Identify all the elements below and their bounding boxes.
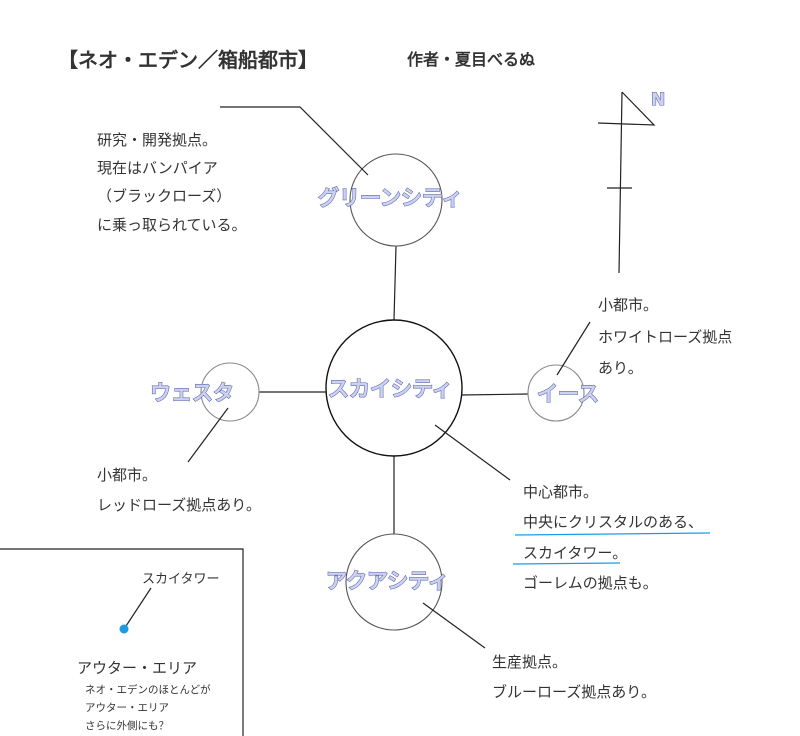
inset-note: ネオ・エデンのほとんどが	[85, 683, 211, 696]
aqua-city-label: アクアシティ	[326, 569, 449, 593]
east-city-description: 小都市。 ホワイトローズ拠点 あり。	[598, 296, 732, 377]
desc-line: 小都市。	[97, 466, 157, 484]
inset-note: さらに外側にも？	[85, 719, 169, 732]
desc-line: 小都市。	[598, 296, 658, 314]
map-title: 【ネオ・エデン／箱船都市】	[58, 48, 318, 72]
desc-line: 生産拠点。	[492, 653, 567, 671]
desc-line: ブルーローズ拠点あり。	[492, 683, 656, 701]
desc-line: （ブラックローズ）	[97, 187, 231, 205]
desc-line: レッドローズ拠点あり。	[97, 496, 261, 514]
sky-city-description: 中心都市。 中央にクリスタルのある、 スカイタワー。 ゴーレムの拠点も。	[512, 483, 711, 592]
outer-area-inset: スカイタワー アウター・エリア ネオ・エデンのほとんどが アウター・エリア さら…	[0, 548, 244, 736]
west-city-label: ウェスタ	[150, 381, 234, 405]
green-city-label: グリーンシティ	[318, 186, 463, 210]
outer-area-title: アウター・エリア	[77, 659, 197, 677]
desc-line: ゴーレムの拠点も。	[523, 574, 658, 592]
connecting-roads	[259, 245, 529, 534]
aqua-city-circle	[345, 533, 443, 631]
sky-tower-marker	[119, 624, 129, 634]
author-credit: 作者・夏目べるぬ	[407, 50, 535, 69]
east-city-label: イース	[537, 382, 599, 406]
desc-line: 研究・開発拠点。	[97, 131, 217, 149]
compass-north-label: N	[651, 90, 665, 110]
desc-line: ホワイトローズ拠点	[598, 328, 732, 346]
west-city-description: 小都市。 レッドローズ拠点あり。	[97, 466, 261, 514]
leader-lines	[187, 106, 591, 649]
desc-line: スカイタワー。	[523, 544, 627, 562]
desc-line: 中央にクリスタルのある、	[523, 513, 703, 531]
desc-line: 中心都市。	[523, 483, 598, 501]
inset-note: アウター・エリア	[85, 702, 169, 714]
desc-line: あり。	[598, 359, 643, 377]
west-city-circle	[200, 362, 260, 422]
sky-city-circle	[325, 319, 463, 457]
sky-city-label: スカイシティ	[328, 377, 453, 401]
highlight-underline	[514, 532, 711, 536]
green-city-description: 研究・開発拠点。 現在はバンパイア （ブラックローズ） に乗っ取られている。	[97, 131, 247, 234]
green-city-circle	[349, 153, 443, 247]
desc-line: 現在はバンパイア	[97, 159, 218, 177]
east-city-circle	[527, 364, 585, 422]
highlight-underline	[512, 562, 621, 565]
north-arrow-icon	[597, 91, 656, 274]
desc-line: に乗っ取られている。	[97, 216, 247, 234]
sky-tower-label: スカイタワー	[142, 572, 219, 587]
aqua-city-description: 生産拠点。 ブルーローズ拠点あり。	[492, 653, 656, 701]
